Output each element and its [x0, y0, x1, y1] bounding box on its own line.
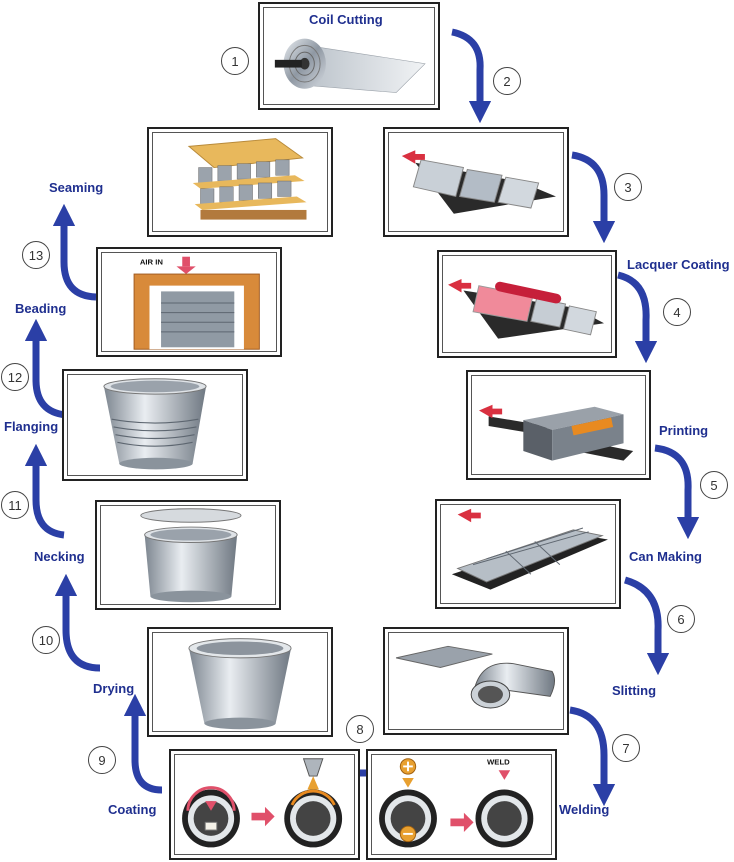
- coil-cutting-image-frame: [258, 2, 440, 110]
- coating-image-frame: [169, 749, 360, 860]
- can-making-image-frame: [435, 499, 621, 609]
- open-can-illustration: [188, 638, 292, 730]
- step-3-number: 3: [614, 173, 642, 201]
- coil-cutting-label: Coil Cutting: [309, 12, 383, 27]
- coating-label: Coating: [108, 802, 157, 817]
- can-making-label: Can Making: [629, 549, 702, 564]
- drying-image-frame: [147, 627, 333, 737]
- air-in-image-frame: AIR IN: [96, 247, 282, 357]
- arrow-to-step-4: [616, 271, 658, 364]
- pallet-cans-image-frame: [147, 127, 333, 237]
- metal-coil-illustration: [274, 38, 426, 93]
- flanging-image-frame: [62, 369, 248, 481]
- lacquer-image-frame: [437, 250, 617, 358]
- necking-image-frame: [95, 500, 281, 610]
- step-2-number: 2: [493, 67, 521, 95]
- lacquer-coating-label: Lacquer Coating: [627, 257, 730, 272]
- lacquer-roller-illustration: [448, 278, 605, 339]
- beading-label: Beading: [15, 301, 67, 316]
- sheets-image-frame: [383, 127, 569, 237]
- step-11-number: 11: [1, 491, 29, 519]
- arrow-to-step-2: [451, 28, 492, 124]
- arrow-to-step-3: [571, 151, 616, 244]
- arrow-to-step-7: [569, 706, 616, 807]
- necking-label: Necking: [34, 549, 85, 564]
- step-7-number: 7: [612, 734, 640, 762]
- printing-label: Printing: [659, 423, 709, 438]
- can-with-lid-illustration: [140, 508, 242, 603]
- step-4-number: 4: [663, 298, 691, 326]
- printing-image-frame: [466, 370, 651, 480]
- sheet-slitter-illustration: [451, 508, 608, 590]
- weld-text: WELD: [487, 757, 510, 766]
- step-1-number: 1: [221, 47, 249, 75]
- coating-rings-illustration: [182, 758, 343, 848]
- arrow-to-step-11: [24, 443, 65, 539]
- beading-press-illustration: AIR IN: [133, 256, 260, 350]
- seaming-label: Seaming: [49, 180, 104, 195]
- welding-image-frame: WELD: [366, 749, 557, 860]
- flanged-can-illustration: [103, 378, 207, 470]
- printing-machine-illustration: [479, 404, 634, 461]
- air-in-text: AIR IN: [140, 257, 164, 266]
- step-6-number: 6: [667, 605, 695, 633]
- slitting-image-frame: [383, 627, 569, 735]
- step-9-number: 9: [88, 746, 116, 774]
- arrow-to-step-13: [52, 203, 97, 301]
- step-10-number: 10: [32, 626, 60, 654]
- body-forming-illustration: [395, 645, 555, 709]
- slitting-label: Slitting: [612, 683, 657, 698]
- step-5-number: 5: [700, 471, 728, 499]
- flanging-label: Flanging: [4, 419, 59, 434]
- arrow-to-step-5: [654, 444, 700, 540]
- welding-label: Welding: [559, 802, 610, 817]
- step-12-number: 12: [1, 363, 29, 391]
- welding-rings-illustration: WELD: [379, 757, 534, 848]
- drying-label: Drying: [93, 681, 135, 696]
- step-13-number: 13: [22, 241, 50, 269]
- sheet-conveyor-illustration: [401, 150, 556, 214]
- palletized-cans-illustration: [187, 138, 307, 220]
- step-8-number: 8: [346, 715, 374, 743]
- arrow-to-step-6: [623, 576, 670, 676]
